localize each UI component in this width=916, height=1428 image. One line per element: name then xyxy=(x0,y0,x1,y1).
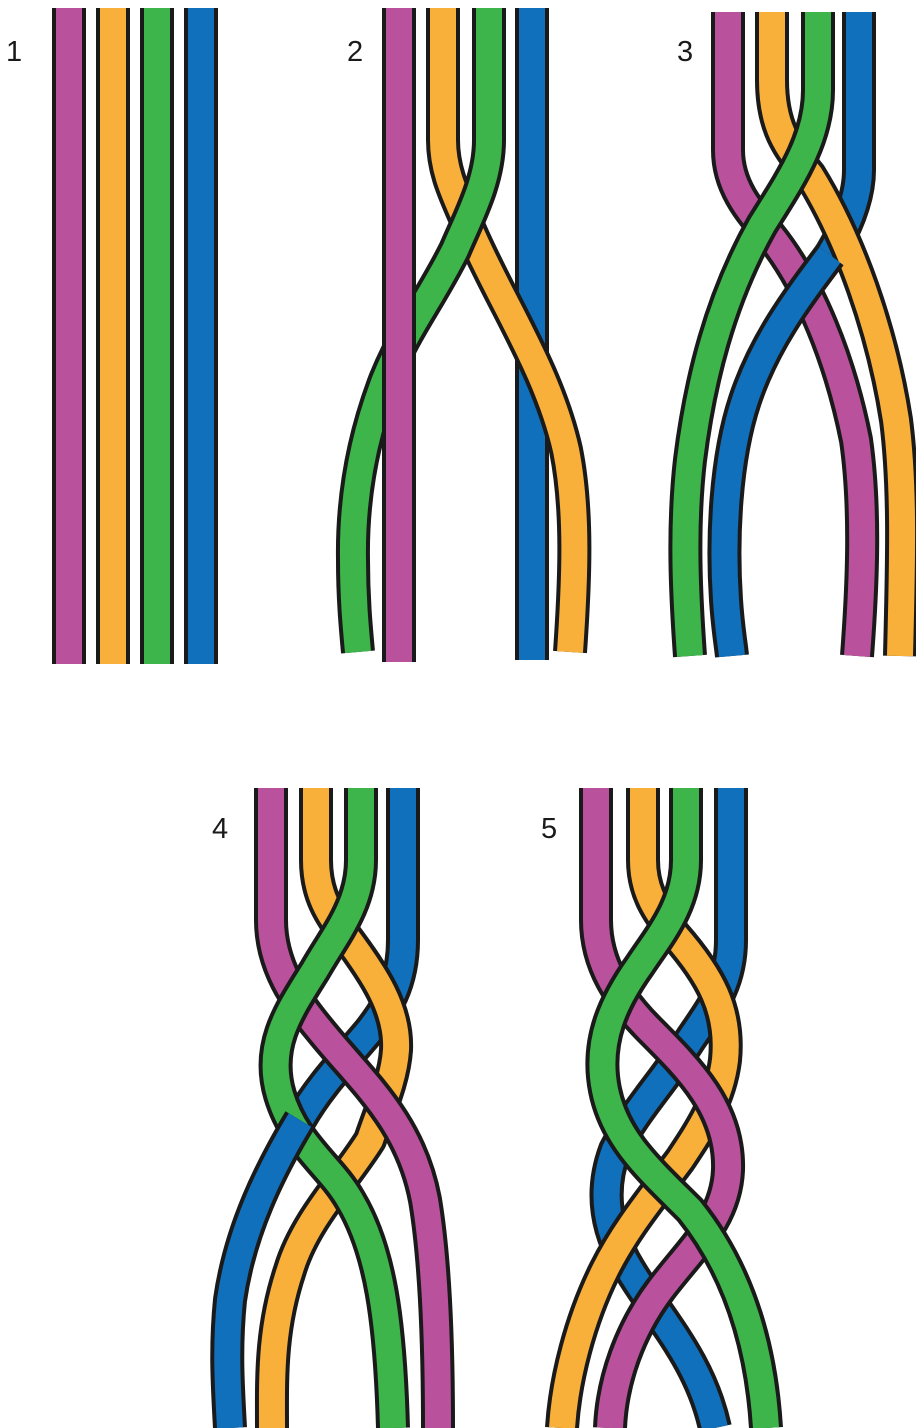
step-5-label: 5 xyxy=(541,815,557,844)
step-4-label: 4 xyxy=(212,815,228,844)
step3-green-strand xyxy=(685,12,818,656)
step2-green-strand xyxy=(353,8,489,652)
step-1-label: 1 xyxy=(6,38,22,67)
step-2-label: 2 xyxy=(347,38,363,67)
step-3-label: 3 xyxy=(677,38,693,67)
step2-orange-strand xyxy=(443,8,574,652)
